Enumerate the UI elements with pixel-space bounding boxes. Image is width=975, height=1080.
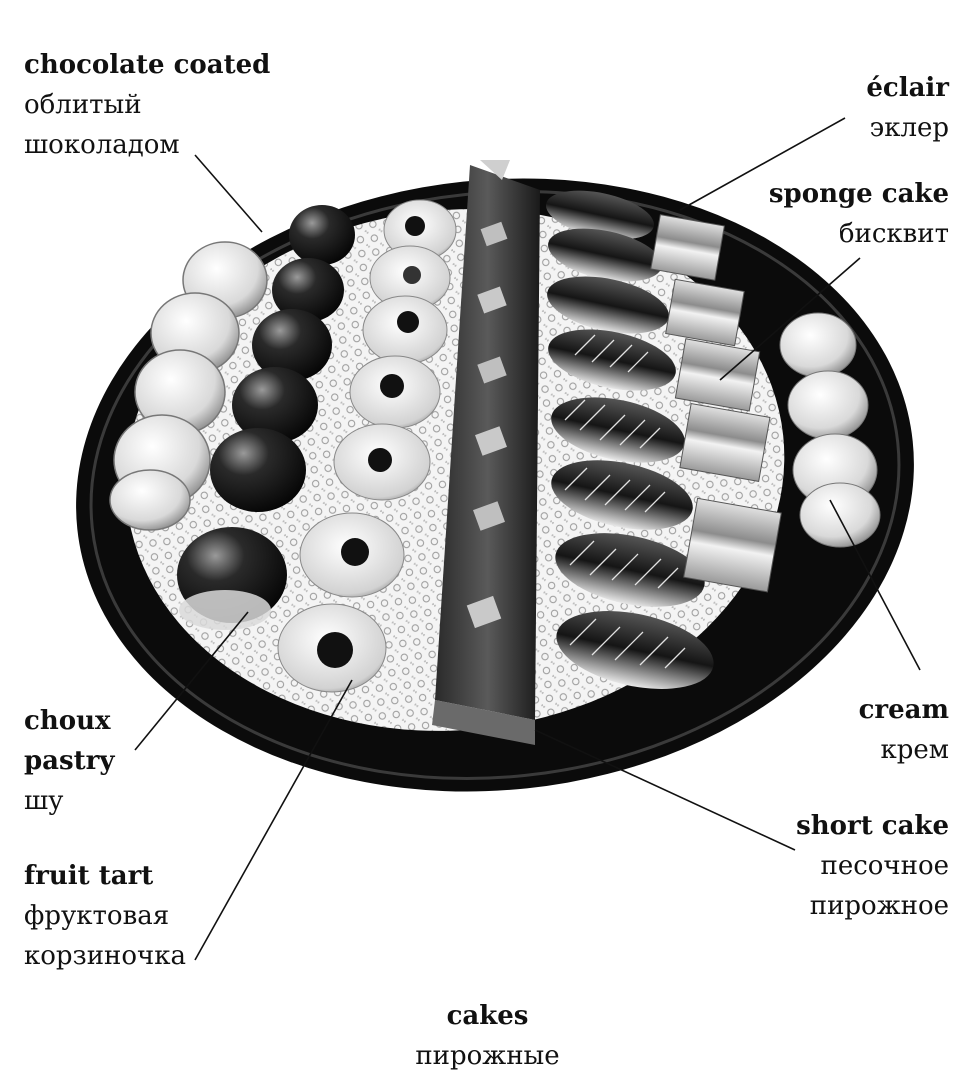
label-choux-pastry-en-1: choux: [24, 706, 111, 736]
label-short-cake-ru-2: пирожное: [809, 891, 949, 921]
label-cream-en: cream: [858, 695, 949, 725]
label-eclair-ru: эклер: [869, 113, 949, 143]
label-cream-ru: крем: [880, 735, 949, 765]
cream-puffs-left: [109, 241, 268, 531]
label-choux-pastry-ru: шу: [24, 786, 64, 816]
label-chocolate-coated-ru-1: облитый: [24, 90, 142, 120]
label-eclair-en: éclair: [866, 73, 949, 103]
cream-puffs-right: [779, 312, 881, 548]
platter-shine: [89, 190, 901, 780]
label-fruit-tart-ru-2: корзиночка: [24, 941, 186, 971]
label-chocolate-coated-ru-2: шоколадом: [24, 130, 180, 160]
fruit-tart-column: [277, 199, 457, 693]
label-fruit-tart-en: fruit tart: [24, 861, 154, 891]
chocolate-strip-cake: [432, 160, 540, 745]
label-chocolate-coated-en: chocolate coated: [24, 50, 271, 80]
eclair-column: [546, 190, 714, 689]
label-short-cake-ru-1: песочное: [820, 851, 950, 881]
sponge-cake-column: [650, 214, 782, 593]
label-chocolate-coated: chocolate coated облитый шоколадом: [24, 45, 270, 165]
label-fruit-tart-ru-1: фруктовая: [24, 901, 170, 931]
label-short-cake: short cake песочное пирожное: [796, 806, 949, 926]
label-choux-pastry: choux pastry шу: [24, 701, 114, 821]
label-sponge-cake-en: sponge cake: [768, 179, 949, 209]
label-cakes: cakes пирожные: [0, 996, 975, 1076]
label-choux-pastry-en-2: pastry: [24, 746, 115, 776]
label-fruit-tart: fruit tart фруктовая корзиночка: [24, 856, 186, 976]
chocolate-choux-column: [177, 205, 355, 630]
label-sponge-cake: sponge cake бисквит: [769, 174, 949, 254]
label-cakes-ru: пирожные: [415, 1041, 560, 1071]
label-leader-lines: [134, 117, 921, 961]
label-short-cake-en: short cake: [796, 811, 949, 841]
label-sponge-cake-ru: бисквит: [838, 219, 949, 249]
label-cakes-en: cakes: [446, 1001, 529, 1031]
label-cream: cream крем: [859, 690, 949, 770]
label-eclair: éclair эклер: [866, 68, 949, 148]
